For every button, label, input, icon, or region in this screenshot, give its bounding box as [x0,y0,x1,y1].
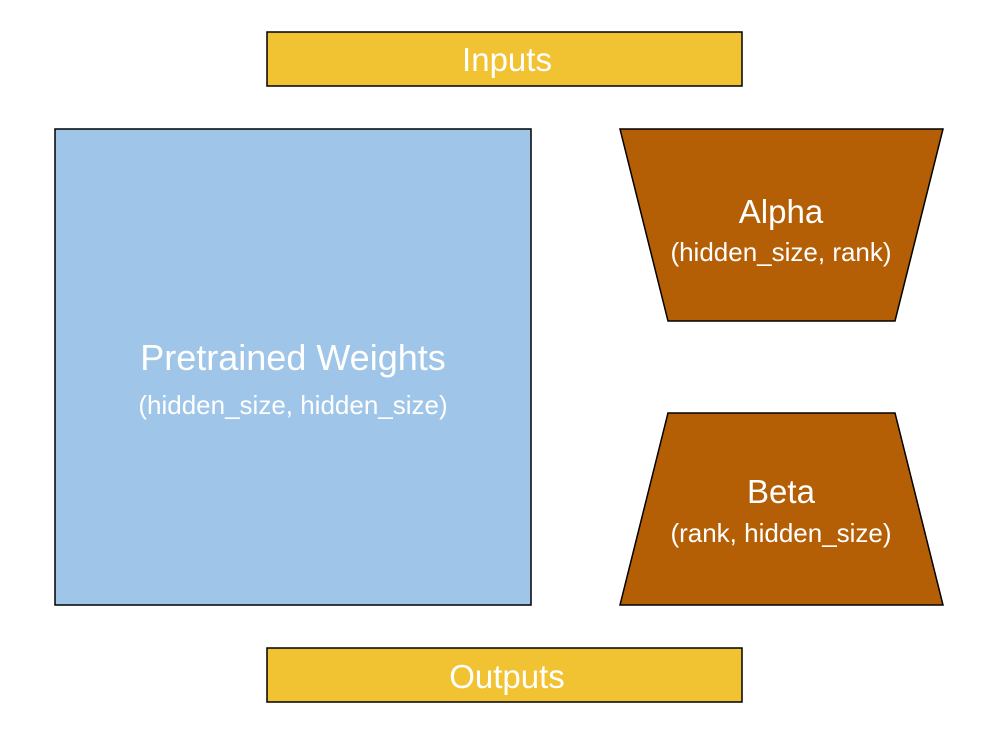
inputs-label: Inputs [462,41,552,78]
outputs-label: Outputs [449,658,565,695]
alpha-shape: (hidden_size, rank) [670,237,891,267]
beta-shape: (rank, hidden_size) [670,518,891,548]
pretrained-weights-label: Pretrained Weights [140,337,446,378]
pretrained-weights-shape: (hidden_size, hidden_size) [138,390,447,420]
beta-block: Beta (rank, hidden_size) [619,412,944,606]
outputs-block: Outputs [266,647,743,703]
pretrained-weights-block: Pretrained Weights (hidden_size, hidden_… [54,128,532,606]
beta-label: Beta [747,473,816,510]
alpha-label: Alpha [739,193,824,230]
inputs-block: Inputs [266,31,743,87]
alpha-block: Alpha (hidden_size, rank) [619,128,944,322]
